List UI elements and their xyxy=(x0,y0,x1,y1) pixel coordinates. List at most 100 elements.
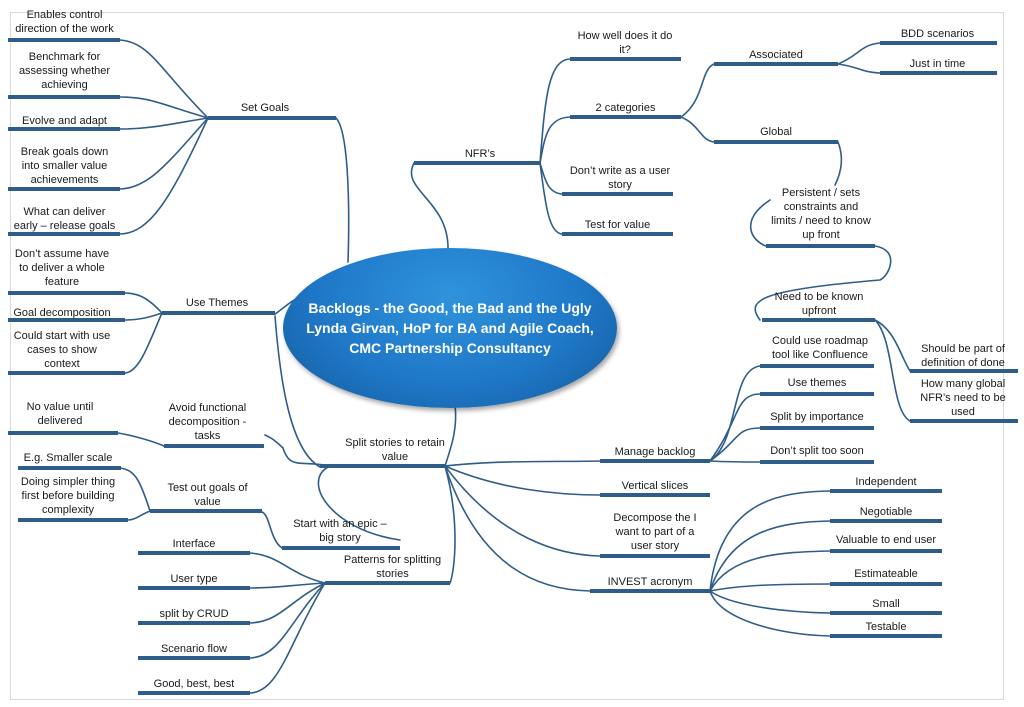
underline-negotiable xyxy=(830,519,942,523)
node-two-categories[interactable]: 2 categories xyxy=(595,102,656,114)
link-inv-6 xyxy=(709,590,831,637)
underline-small xyxy=(830,611,942,615)
node-smaller-scale[interactable]: E.g. Smaller scale xyxy=(23,452,113,464)
link-inv-4 xyxy=(709,583,831,592)
underline-decompose-i-want xyxy=(600,554,710,558)
node-set-goals[interactable]: Set Goals xyxy=(240,102,290,114)
node-estimateable[interactable]: Estimateable xyxy=(854,568,918,580)
underline-need-known xyxy=(762,318,875,322)
central-topic-bubble[interactable] xyxy=(283,248,617,408)
node-scenario-flow[interactable]: Scenario flow xyxy=(160,643,228,655)
node-dont-split-soon[interactable]: Don’t split too soon xyxy=(770,445,864,457)
underline-set-goals xyxy=(208,116,336,120)
link-2cat-assoc xyxy=(680,63,715,118)
node-decompose-i-want[interactable]: Decompose the I want to part of a user s… xyxy=(613,512,697,552)
node-avoid-functional[interactable]: Avoid functional decomposition - tasks xyxy=(168,402,247,442)
node-dont-assume[interactable]: Don’t assume have to deliver a whole fea… xyxy=(14,248,110,288)
link-mb-2 xyxy=(709,393,761,462)
node-interface[interactable]: Interface xyxy=(172,538,216,550)
node-nfrs[interactable]: NFR’s xyxy=(464,148,496,160)
node-part-of-done[interactable]: Should be part of definition of done xyxy=(921,343,1005,369)
node-independent[interactable]: Independent xyxy=(855,476,917,488)
node-goal-decomposition[interactable]: Goal decomposition xyxy=(13,307,111,319)
node-negotiable[interactable]: Negotiable xyxy=(859,506,913,518)
link-split-vertical xyxy=(444,465,601,496)
underline-benchmark xyxy=(8,95,120,99)
link-assoc-bdd xyxy=(837,42,881,65)
underline-use-themes xyxy=(162,311,275,315)
link-split-invest xyxy=(444,465,591,592)
underline-associated xyxy=(714,62,838,66)
node-how-well[interactable]: How well does it do it? xyxy=(577,30,673,56)
link-inv-3 xyxy=(709,550,831,592)
underline-good-best xyxy=(138,691,250,695)
underline-evolve xyxy=(8,127,120,131)
node-manage-backlog[interactable]: Manage backlog xyxy=(614,446,696,458)
node-split-crud[interactable]: split by CRUD xyxy=(159,608,229,620)
link-sg-4 xyxy=(119,117,209,190)
underline-could-start-use-cases xyxy=(8,371,125,375)
node-bdd[interactable]: BDD scenarios xyxy=(900,28,975,40)
link-split-manage xyxy=(444,460,601,467)
node-user-type[interactable]: User type xyxy=(170,573,218,585)
underline-split-crud xyxy=(138,621,250,625)
link-mb-1 xyxy=(709,365,761,462)
link-testout-simpler xyxy=(127,510,151,521)
node-split-stories[interactable]: Split stories to retain value xyxy=(345,437,445,463)
node-start-epic[interactable]: Start with an epic – big story xyxy=(293,518,387,544)
underline-interface xyxy=(138,551,250,555)
node-test-for-value[interactable]: Test for value xyxy=(584,219,651,231)
central-topic-text: Backlogs - the Good, the Bad and the Ugl… xyxy=(306,300,594,356)
link-assoc-jit xyxy=(837,63,881,74)
node-associated[interactable]: Associated xyxy=(749,49,803,61)
node-vertical-slices[interactable]: Vertical slices xyxy=(621,480,689,492)
node-invest[interactable]: INVEST acronym xyxy=(607,576,693,588)
node-test-out-goals[interactable]: Test out goals of value xyxy=(167,482,248,508)
node-roadmap-tool[interactable]: Could use roadmap tool like Confluence xyxy=(771,335,868,361)
node-use-themes[interactable]: Use Themes xyxy=(185,297,249,309)
link-themes-avoid xyxy=(274,315,321,468)
node-global[interactable]: Global xyxy=(760,126,792,138)
underline-use-themes-2 xyxy=(760,392,874,396)
node-need-known[interactable]: Need to be known upfront xyxy=(774,291,864,317)
link-persist-need xyxy=(754,245,892,321)
node-small[interactable]: Small xyxy=(872,598,900,610)
underline-part-of-done xyxy=(910,369,1018,373)
link-need-done xyxy=(874,319,911,372)
underline-break-goals xyxy=(8,187,120,191)
node-patterns[interactable]: Patterns for splitting stories xyxy=(343,554,442,580)
link-inv-1 xyxy=(709,490,831,592)
underline-invest xyxy=(590,589,710,593)
underline-test-for-value xyxy=(562,232,673,236)
node-split-importance[interactable]: Split by importance xyxy=(770,411,864,423)
node-no-value[interactable]: No value until delivered xyxy=(26,401,94,427)
node-enables-control[interactable]: Enables control direction of the work xyxy=(15,9,114,35)
underline-goal-decomposition xyxy=(8,318,125,322)
node-benchmark[interactable]: Benchmark for assessing whether achievin… xyxy=(18,51,111,91)
node-persistent[interactable]: Persistent / sets constraints and limits… xyxy=(771,187,871,241)
node-just-in-time[interactable]: Just in time xyxy=(909,58,966,70)
link-split-decompose xyxy=(444,465,601,557)
underline-no-value xyxy=(8,431,118,435)
underline-split-importance xyxy=(760,426,874,430)
node-testable[interactable]: Testable xyxy=(865,621,907,633)
node-break-goals[interactable]: Break goals down into smaller value achi… xyxy=(20,146,109,186)
node-could-start-use-cases[interactable]: Could start with use cases to show conte… xyxy=(13,330,111,370)
node-what-can-deliver[interactable]: What can deliver early – release goals xyxy=(13,206,116,232)
underline-split-stories xyxy=(320,464,445,468)
link-sg-1 xyxy=(119,39,209,119)
node-dont-write[interactable]: Don’t write as a user story xyxy=(569,165,671,191)
node-doing-simpler[interactable]: Doing simpler thing first before buildin… xyxy=(20,476,116,516)
node-how-many-global[interactable]: How many global NFR’s need to be used xyxy=(920,378,1006,418)
node-evolve[interactable]: Evolve and adapt xyxy=(21,115,107,127)
underline-dont-assume xyxy=(8,291,125,295)
underline-two-categories xyxy=(570,115,681,119)
node-use-themes-2[interactable]: Use themes xyxy=(787,377,847,389)
link-need-many xyxy=(874,319,911,422)
node-valuable[interactable]: Valuable to end user xyxy=(835,534,937,546)
underline-valuable xyxy=(830,549,942,553)
underline-start-epic xyxy=(282,546,400,550)
link-pat-1 xyxy=(249,552,326,584)
underline-smaller-scale xyxy=(18,466,121,470)
node-good-best[interactable]: Good, best, best xyxy=(153,678,235,690)
